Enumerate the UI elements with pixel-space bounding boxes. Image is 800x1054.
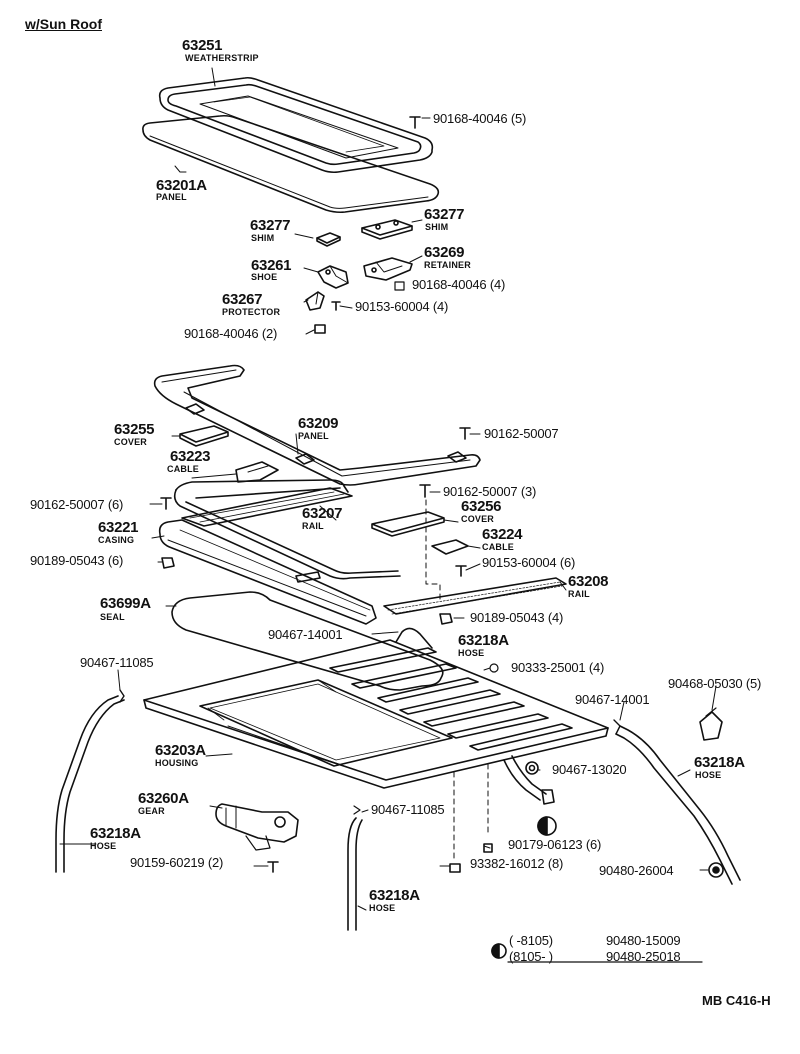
cover-63255-drawing <box>179 425 229 447</box>
screw-90162-50007-left <box>160 497 172 510</box>
part-63201a-name: PANEL <box>156 192 187 202</box>
fastener-90159-60219-2[interactable]: 90159-60219 (2) <box>130 855 224 870</box>
fastener-90153-60004-4[interactable]: 90153-60004 (4) <box>355 299 449 314</box>
part-63218a-right-name: HOSE <box>695 770 722 780</box>
part-63218a-bottom-number[interactable]: 63218A <box>369 887 420 904</box>
fastener-90333-25001-4[interactable]: 90333-25001 (4) <box>511 660 605 675</box>
part-63269-number[interactable]: 63269 <box>424 244 465 261</box>
part-63256-name: COVER <box>461 514 495 524</box>
fastener-90467-14001-right[interactable]: 90467-14001 <box>575 692 650 707</box>
part-63208-number[interactable]: 63208 <box>568 573 609 590</box>
part-63203a-number[interactable]: 63203A <box>155 742 206 759</box>
diagram-code: MB C416-H <box>702 993 771 1008</box>
part-63218a-left-name: HOSE <box>90 841 117 851</box>
small-parts-upper <box>305 219 413 311</box>
glass-panel-drawing <box>142 114 440 214</box>
legend-row1-range: ( -8105) <box>509 933 553 948</box>
screw-90159-60219 <box>267 861 279 873</box>
fastener-90467-13020[interactable]: 90467-13020 <box>552 762 627 777</box>
panel-frame-drawing <box>153 364 481 486</box>
fastener-90468-05030-5[interactable]: 90468-05030 (5) <box>668 676 762 691</box>
fastener-90162-50007-single[interactable]: 90162-50007 <box>484 426 559 441</box>
seal-drawing <box>171 591 444 691</box>
page-title: w/Sun Roof <box>25 16 102 32</box>
fastener-90153-60004-6[interactable]: 90153-60004 (6) <box>482 555 576 570</box>
casing-drawing <box>158 519 377 625</box>
fastener-93382-16012-8[interactable]: 93382-16012 (8) <box>470 856 564 871</box>
part-63218a-right-number[interactable]: 63218A <box>694 754 745 771</box>
screws-upper <box>314 116 421 334</box>
legend-row1-part[interactable]: 90480-15009 <box>606 933 681 948</box>
part-63267-number[interactable]: 63267 <box>222 291 263 308</box>
part-63256-number[interactable]: 63256 <box>461 498 502 515</box>
part-63221-number[interactable]: 63221 <box>98 519 139 536</box>
part-63269-name: RETAINER <box>424 260 471 270</box>
legend-row2-part[interactable]: 90480-25018 <box>606 949 681 964</box>
weatherstrip-drawing <box>158 76 434 174</box>
fastener-90168-40046-4[interactable]: 90168-40046 (4) <box>412 277 506 292</box>
part-63255-name: COVER <box>114 437 148 447</box>
part-63218a-top-number[interactable]: 63218A <box>458 632 509 649</box>
hoses-drawing <box>55 627 741 931</box>
fastener-90168-40046-5[interactable]: 90168-40046 (5) <box>433 111 527 126</box>
fastener-90480-26004[interactable]: 90480-26004 <box>599 863 674 878</box>
fastener-90189-05043-4[interactable]: 90189-05043 (4) <box>470 610 564 625</box>
legend-row2-range: (8105- ) <box>509 949 553 964</box>
fastener-90179-06123-6[interactable]: 90179-06123 (6) <box>508 837 602 852</box>
part-63207-number[interactable]: 63207 <box>302 505 343 522</box>
fastener-90162-50007-3[interactable]: 90162-50007 (3) <box>443 484 537 499</box>
part-63251-number[interactable]: 63251 <box>182 37 223 54</box>
legend-drawing <box>491 943 703 963</box>
fastener-90467-11085-left[interactable]: 90467-11085 <box>80 655 154 670</box>
part-63277-left-number[interactable]: 63277 <box>250 217 291 234</box>
part-63209-number[interactable]: 63209 <box>298 415 339 432</box>
fastener-90168-40046-2[interactable]: 90168-40046 (2) <box>184 326 278 341</box>
gear-drawing <box>215 803 299 851</box>
leader-lines <box>59 67 717 911</box>
fastener-90467-11085-bottom[interactable]: 90467-11085 <box>371 802 445 817</box>
cover-63256-drawing <box>371 511 445 537</box>
part-63223-number[interactable]: 63223 <box>170 448 211 465</box>
screw-90162-50007 <box>459 427 471 440</box>
part-63251-name: WEATHERSTRIP <box>185 53 259 63</box>
part-63223-name: CABLE <box>167 464 199 474</box>
rail-right-drawing <box>383 539 567 625</box>
nut-90189-05043 <box>161 557 175 569</box>
part-63277-left-name: SHIM <box>251 233 275 243</box>
part-63203a-name: HOUSING <box>155 758 199 768</box>
fastener-90467-14001-top[interactable]: 90467-14001 <box>268 627 343 642</box>
fastener-90189-05043-6[interactable]: 90189-05043 (6) <box>30 553 124 568</box>
fastener-90162-50007-6[interactable]: 90162-50007 (6) <box>30 497 124 512</box>
part-63209-name: PANEL <box>298 431 329 441</box>
part-63277-right-name: SHIM <box>425 222 449 232</box>
part-63260a-number[interactable]: 63260A <box>138 790 189 807</box>
leader-dashed <box>425 499 441 601</box>
part-63255-number[interactable]: 63255 <box>114 421 155 438</box>
fasteners-lower <box>119 663 724 878</box>
part-63261-name: SHOE <box>251 272 278 282</box>
part-63261-number[interactable]: 63261 <box>251 257 292 274</box>
part-63201a-number[interactable]: 63201A <box>156 177 207 194</box>
housing-drawing <box>143 639 609 789</box>
screw-90162-50007-right <box>419 484 431 498</box>
part-63267-name: PROTECTOR <box>222 307 281 317</box>
part-63277-right-number[interactable]: 63277 <box>424 206 465 223</box>
part-63699a-name: SEAL <box>100 612 125 622</box>
part-63221-name: CASING <box>98 535 135 545</box>
part-63224-number[interactable]: 63224 <box>482 526 523 543</box>
part-63699a-number[interactable]: 63699A <box>100 595 151 612</box>
part-63260a-name: GEAR <box>138 806 165 816</box>
part-63218a-left-number[interactable]: 63218A <box>90 825 141 842</box>
cable-and-rail-drawing <box>173 461 401 580</box>
part-63218a-top-name: HOSE <box>458 648 485 658</box>
part-63207-name: RAIL <box>302 521 324 531</box>
part-63208-name: RAIL <box>568 589 590 599</box>
part-63224-name: CABLE <box>482 542 514 552</box>
part-63218a-bottom-name: HOSE <box>369 903 396 913</box>
